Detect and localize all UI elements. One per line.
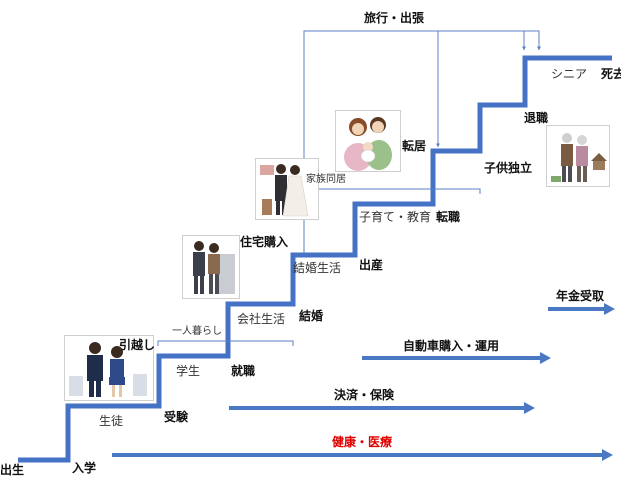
label-car: 自動車購入・運用 xyxy=(403,339,500,353)
label-pupil: 生徒 xyxy=(99,414,124,428)
label-school-entry: 入学 xyxy=(72,461,97,475)
label-home-purchase: 住宅購入 xyxy=(240,235,289,249)
label-living-alone: 一人暮らし xyxy=(172,326,222,337)
payment-arrow xyxy=(229,402,535,414)
label-death: 死去 xyxy=(601,67,621,81)
label-pension: 年金受取 xyxy=(556,289,605,303)
label-travel-business: 旅行・出張 xyxy=(364,11,425,25)
label-senior: シニア xyxy=(551,67,588,81)
label-retirement: 退職 xyxy=(524,111,549,125)
label-childbirth: 出産 xyxy=(359,258,384,272)
family-living-bracket xyxy=(293,188,481,194)
pension-arrow xyxy=(548,303,615,315)
label-health: 健康・医療 xyxy=(332,435,393,449)
parents-baby-photo xyxy=(335,110,401,172)
label-married-life: 結婚生活 xyxy=(293,261,342,275)
label-employment: 就職 xyxy=(231,364,256,378)
label-student: 学生 xyxy=(176,364,201,378)
elderly-couple-photo xyxy=(546,125,610,187)
label-job-change: 転職 xyxy=(436,210,461,224)
living-alone-bracket xyxy=(157,340,294,346)
label-moving: 引越し xyxy=(119,338,156,352)
label-children-independent: 子供独立 xyxy=(484,161,533,175)
label-marriage: 結婚 xyxy=(299,309,324,323)
label-company-life: 会社生活 xyxy=(237,312,286,326)
travel-connectors xyxy=(303,30,541,254)
wedding-couple-photo xyxy=(255,158,319,220)
label-birth: 出生 xyxy=(0,463,25,477)
car-arrow xyxy=(362,352,551,364)
label-child-rearing: 子育て・教育 xyxy=(359,210,432,224)
business-couple-photo xyxy=(182,235,240,299)
label-entrance-exam: 受験 xyxy=(164,410,189,424)
health-arrow xyxy=(112,449,613,461)
life-staircase xyxy=(18,55,612,463)
students-photo xyxy=(64,335,154,401)
label-relocation: 転居 xyxy=(402,139,427,153)
service-arrows xyxy=(112,303,615,461)
label-payment: 決済・保険 xyxy=(334,388,395,402)
label-living-with-family: 家族同居 xyxy=(306,174,346,185)
